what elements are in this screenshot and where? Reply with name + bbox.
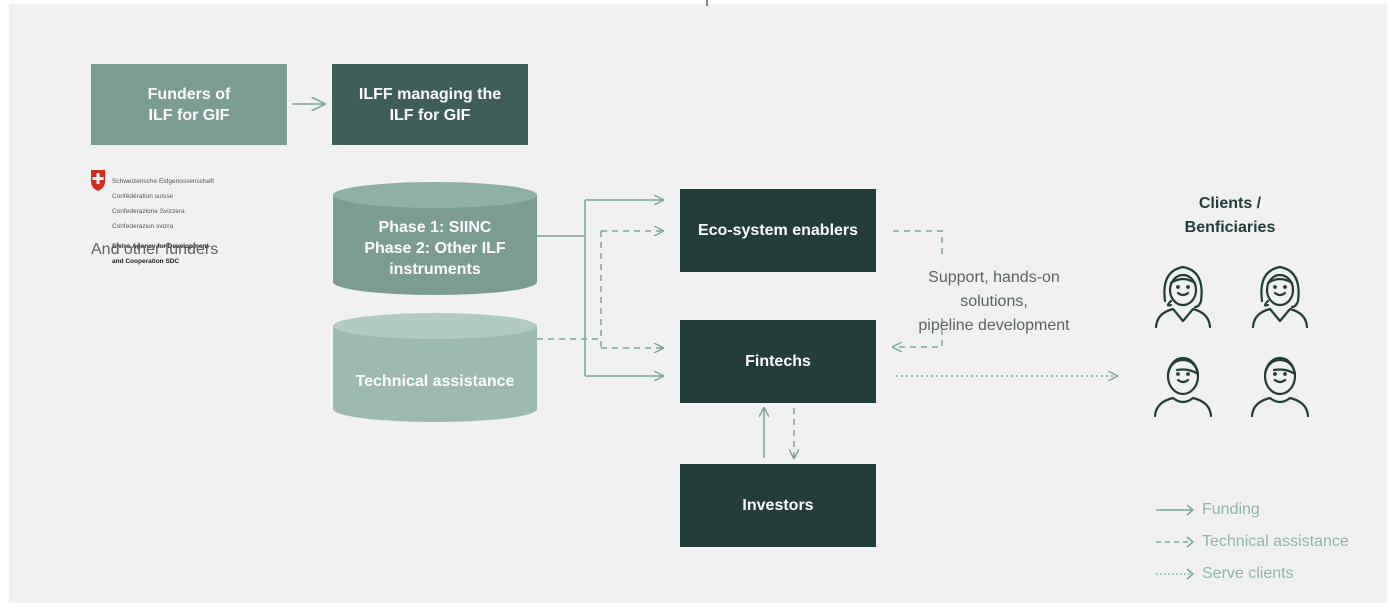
phase-label: Phase 1: SIINC Phase 2: Other ILF instru… — [364, 218, 506, 278]
technical-assistance-cylinder — [333, 313, 537, 422]
phase-cylinder — [333, 182, 537, 295]
clients-title: Clients / Benficiaries — [1184, 195, 1276, 236]
legend-serve-clients: Serve clients — [1156, 565, 1294, 583]
legend-funding-label: Funding — [1202, 501, 1260, 518]
support-bracket-top — [893, 230, 943, 258]
dotted-arrow-icon — [1156, 568, 1195, 580]
sdc-line-2: Confédération suisse — [112, 192, 174, 200]
sdc-agency-1: Swiss Agency for Development — [112, 242, 209, 250]
woman-client-icon — [1154, 265, 1212, 329]
sdc-logo-text: Schweizerische Eidgenossenschaft Confédé… — [112, 170, 214, 273]
woman-client-icon — [1251, 265, 1309, 329]
investors-box: Investors — [680, 464, 876, 547]
sdc-line-3: Confederazione Svizzera — [112, 207, 185, 215]
funders-box: Funders of ILF for GIF — [91, 64, 287, 145]
legend-technical-assistance-label: Technical assistance — [1202, 533, 1349, 550]
man-client-icon — [1250, 356, 1310, 418]
sdc-line-4: Confederaziun svizra — [112, 222, 174, 230]
legend-technical-assistance: Technical assistance — [1156, 533, 1349, 551]
dashed-arrow-icon — [1156, 536, 1195, 548]
man-client-icon — [1153, 356, 1213, 418]
solid-arrow-icon — [1156, 504, 1195, 516]
swiss-emblem-icon — [91, 170, 105, 191]
sdc-line-1: Schweizerische Eidgenossenschaft — [112, 177, 214, 185]
support-label: Support, hands-on solutions, pipeline de… — [918, 269, 1070, 334]
legend-serve-clients-label: Serve clients — [1202, 565, 1294, 582]
fintechs-box: Fintechs — [680, 320, 876, 403]
technical-assistance-label: Technical assistance — [355, 372, 515, 390]
ecosystem-enablers-box: Eco-system enablers — [680, 189, 876, 272]
ilff-box: ILFF managing the ILF for GIF — [332, 64, 528, 145]
sdc-agency-2: and Cooperation SDC — [112, 257, 180, 265]
legend-funding: Funding — [1156, 501, 1260, 519]
other-funders-text: And other funders — [91, 241, 219, 258]
